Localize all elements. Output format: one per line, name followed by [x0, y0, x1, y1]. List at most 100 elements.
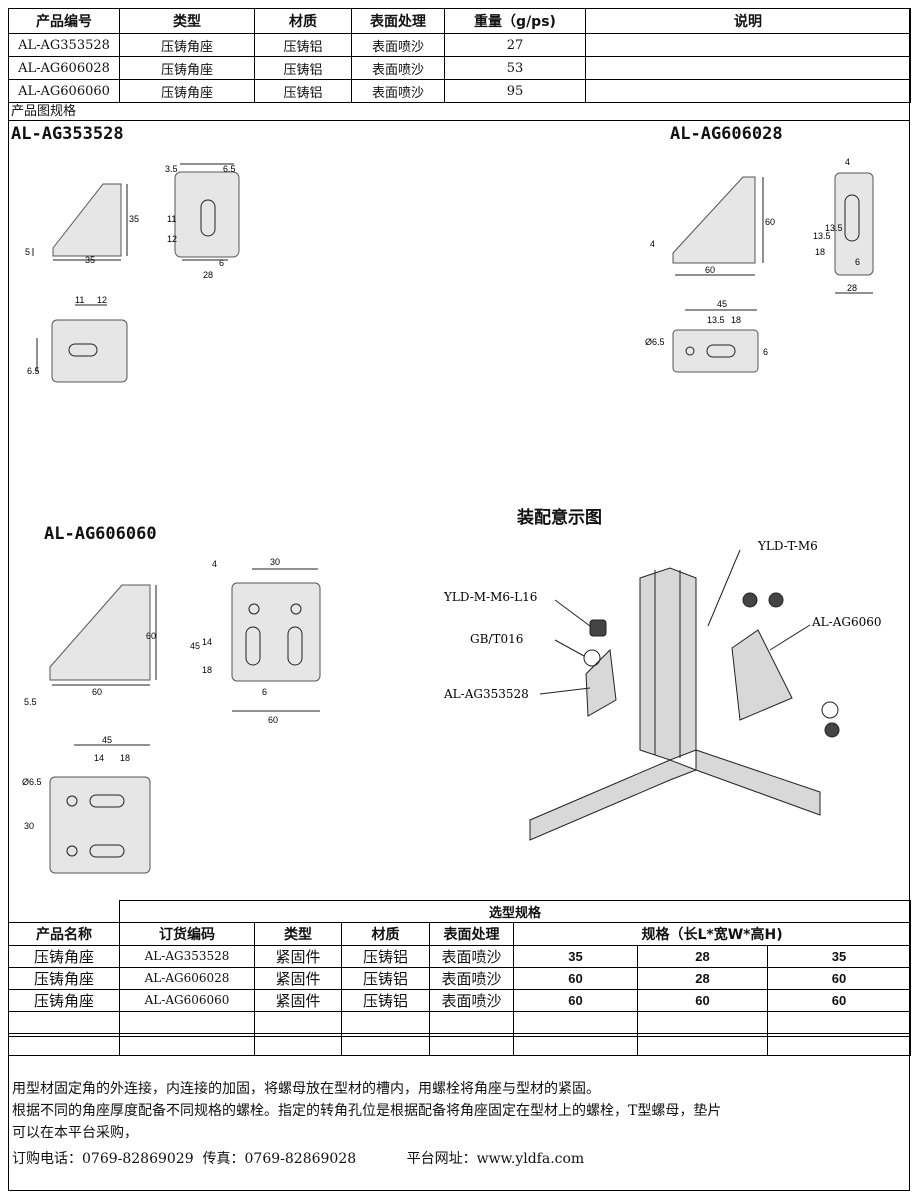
assembly-diagram: YLD-T-M6 YLD-M-M6-L16 GB/T016 AL-AG35352…	[443, 539, 881, 841]
header-cell: 说明	[585, 8, 911, 34]
header-cell: 材质	[341, 921, 430, 946]
table-cell: 28	[637, 966, 768, 990]
header-cell: 重量（g/ps)	[444, 8, 586, 34]
table-row-empty	[8, 1010, 912, 1034]
dim-label: 12	[97, 295, 107, 305]
table-cell: AL-AG606060	[8, 79, 120, 103]
dim-label: 4	[212, 559, 217, 569]
table-cell: AL-AG353528	[119, 944, 255, 968]
dim-label: 6	[219, 258, 224, 268]
table-row: AL-AG606028 压铸角座 压铸铝 表面喷沙 53	[8, 56, 911, 80]
dim-label: 45	[102, 735, 112, 745]
dim-label: 6	[855, 257, 860, 267]
table-row: 压铸角座 AL-AG353528 紧固件 压铸铝 表面喷沙 35 28 35	[8, 944, 912, 968]
table-cell: 35	[766, 944, 912, 968]
table-cell: 表面喷沙	[351, 79, 445, 103]
table-cell: 压铸角座	[8, 944, 120, 968]
dim-label: 6	[262, 687, 267, 697]
dim-label: 12	[167, 234, 177, 244]
table-cell: AL-AG606028	[8, 56, 120, 80]
header-cell: 产品名称	[8, 921, 120, 946]
callout-tnut: YLD-T-M6	[757, 539, 818, 553]
dim-label: 13.5	[825, 223, 843, 233]
dim-label: 5.5	[24, 697, 37, 707]
table-cell: 紧固件	[254, 966, 342, 990]
table-cell: 60	[766, 988, 912, 1012]
notes: 用型材固定角的外连接，内连接的加固，将螺母放在型材的槽内，用螺栓将角座与型材的紧…	[12, 1078, 721, 1170]
table-cell: AL-AG606028	[119, 966, 255, 990]
dim-label: 11	[167, 214, 176, 224]
dim-label: 5	[25, 247, 30, 257]
table-cell: 60	[637, 988, 768, 1012]
dim-label: 18	[731, 315, 741, 325]
note-line: 用型材固定角的外连接，内连接的加固，将螺母放在型材的槽内，用螺栓将角座与型材的紧…	[12, 1081, 600, 1097]
dim-label: 18	[120, 753, 130, 763]
header-cell: 订货编码	[119, 921, 255, 946]
table-cell: AL-AG606060	[119, 988, 255, 1012]
table-cell: 紧固件	[254, 988, 342, 1012]
table-cell	[585, 79, 911, 103]
product-table-header: 产品编号 类型 材质 表面处理 重量（g/ps) 说明	[8, 8, 911, 34]
table-cell: 表面喷沙	[429, 944, 514, 968]
dim-label: 28	[847, 283, 857, 293]
table-cell: 表面喷沙	[429, 988, 514, 1012]
table-cell	[585, 33, 911, 57]
table-row: AL-AG353528 压铸角座 压铸铝 表面喷沙 27	[8, 33, 911, 57]
dim-label: 6	[763, 347, 768, 357]
table-cell: 压铸角座	[119, 56, 255, 80]
dim-label: 13.5	[707, 315, 725, 325]
table-cell: 53	[444, 56, 586, 80]
drawing-ag606060: 60 5.5 60 4 30 45 14 18 6 60 45 14 18 Ø6…	[22, 557, 321, 874]
dim-label: 13.5	[813, 231, 831, 241]
table-row: 压铸角座 AL-AG606028 紧固件 压铸铝 表面喷沙 60 28 60	[8, 966, 912, 990]
product-table: 产品编号 类型 材质 表面处理 重量（g/ps) 说明 AL-AG353528 …	[8, 8, 911, 103]
contact-phone-fax: 订购电话：0769-82869029 传真：0769-82869028	[12, 1151, 357, 1167]
callout-bolt: YLD-M-M6-L16	[443, 590, 537, 604]
spec-table-header: 产品名称 订货编码 类型 材质 表面处理 规格（长L*宽W*高H)	[8, 921, 912, 946]
dim-label: 45	[190, 641, 200, 651]
dim-label: 30	[24, 821, 34, 831]
dim-label: 3.5	[165, 164, 178, 174]
table-row: 压铸角座 AL-AG606060 紧固件 压铸铝 表面喷沙 60 60 60	[8, 988, 912, 1012]
dim-label: 4	[845, 157, 850, 167]
table-cell: 表面喷沙	[429, 966, 514, 990]
table-cell: 27	[444, 33, 586, 57]
table-cell: AL-AG353528	[8, 33, 120, 57]
dim-label: 35	[129, 214, 139, 224]
header-cell: 表面处理	[351, 8, 445, 34]
dim-label: 35	[85, 255, 95, 265]
note-line: 根据不同的角座厚度配备不同规格的螺栓。指定的转角孔位是根据配备将角座固定在型材上…	[12, 1103, 722, 1119]
assembly-title: 装配意示图	[517, 508, 602, 528]
table-cell: 压铸铝	[254, 33, 352, 57]
table-row-empty	[8, 1032, 912, 1056]
dim-label: 60	[146, 631, 156, 641]
model-label-ag606028: AL-AG606028	[670, 124, 783, 144]
dim-label: Ø6.5	[645, 337, 665, 347]
header-cell: 规格（长L*宽W*高H)	[512, 921, 912, 946]
callout-bracket-large: AL-AG6060	[811, 615, 881, 629]
note-line: 可以在本平台采购，	[12, 1125, 138, 1141]
spec-table: 选型规格 产品名称 订货编码 类型 材质 表面处理 规格（长L*宽W*高H) 压…	[8, 900, 912, 1056]
website: 平台网址：www.yldfa.com	[406, 1151, 585, 1167]
table-cell: 35	[513, 944, 638, 968]
dim-label: 60	[705, 265, 715, 275]
table-cell: 60	[513, 988, 638, 1012]
table-cell: 压铸铝	[341, 966, 430, 990]
dim-label: 60	[268, 715, 278, 725]
dim-label: 11	[75, 295, 84, 305]
table-cell: 压铸角座	[8, 988, 120, 1012]
dim-label: 60	[92, 687, 102, 697]
table-cell: 28	[637, 944, 768, 968]
header-cell: 类型	[254, 921, 342, 946]
table-cell: 60	[513, 966, 638, 990]
dim-label: 45	[717, 299, 727, 309]
table-cell: 表面喷沙	[351, 56, 445, 80]
table-cell: 压铸角座	[119, 33, 255, 57]
callout-bracket-small: AL-AG353528	[443, 687, 529, 701]
header-cell: 产品编号	[8, 8, 120, 34]
model-label-ag353528: AL-AG353528	[11, 124, 124, 144]
table-cell: 压铸铝	[254, 79, 352, 103]
table-cell: 表面喷沙	[351, 33, 445, 57]
dim-label: 18	[815, 247, 825, 257]
table-cell: 压铸铝	[254, 56, 352, 80]
